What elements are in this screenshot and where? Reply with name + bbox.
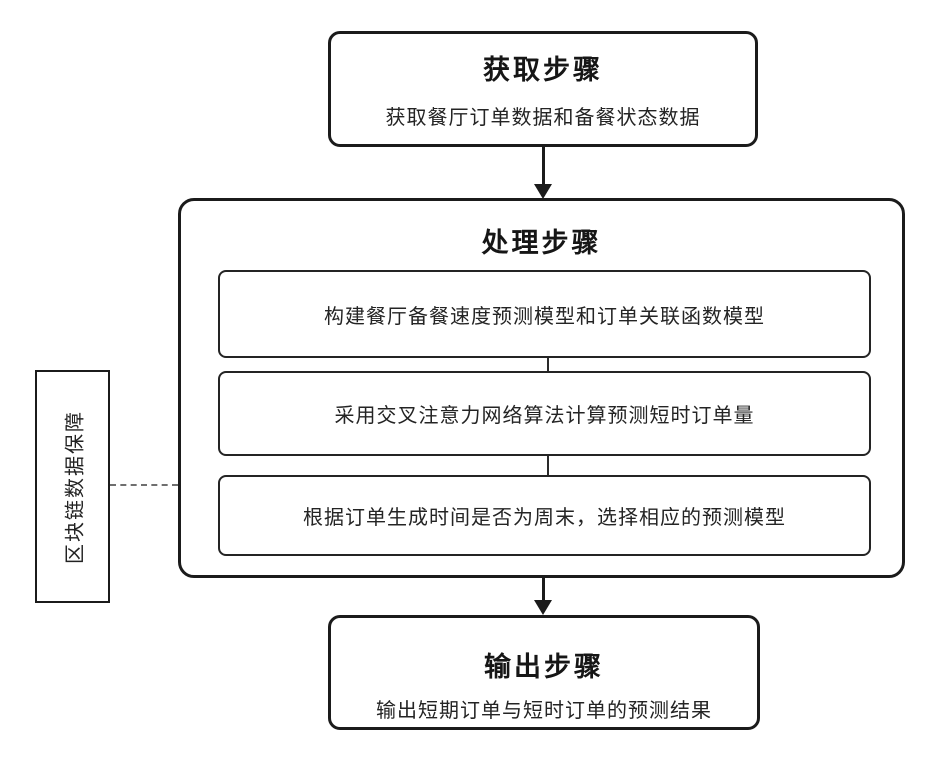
dashed-connector-line xyxy=(110,484,178,486)
arrow-down-icon xyxy=(534,184,552,199)
output-step-subtitle: 输出短期订单与短时订单的预测结果 xyxy=(376,699,712,722)
arrow-line-process-to-output xyxy=(542,578,545,602)
process-step-3-label: 根据订单生成时间是否为周末，选择相应的预测模型 xyxy=(303,507,786,529)
process-step-3: 根据订单生成时间是否为周末，选择相应的预测模型 xyxy=(218,475,871,556)
process-step-2: 采用交叉注意力网络算法计算预测短时订单量 xyxy=(218,371,871,456)
output-step-title: 输出步骤 xyxy=(484,651,604,682)
blockchain-guarantee-box: 区块链数据保障 xyxy=(35,370,110,603)
acquisition-step-subtitle: 获取餐厅订单数据和备餐状态数据 xyxy=(385,107,701,129)
process-step-title: 处理步骤 xyxy=(481,228,602,258)
output-step-box: 输出步骤 输出短期订单与短时订单的预测结果 xyxy=(328,615,760,730)
arrow-line-acquisition-to-process xyxy=(542,147,545,187)
acquisition-step-title: 获取步骤 xyxy=(483,55,603,85)
step-connector-1 xyxy=(547,358,549,371)
process-step-box: 处理步骤 构建餐厅备餐速度预测模型和订单关联函数模型 采用交叉注意力网络算法计算… xyxy=(178,198,905,578)
acquisition-step-box: 获取步骤 获取餐厅订单数据和备餐状态数据 xyxy=(328,31,758,147)
blockchain-guarantee-label: 区块链数据保障 xyxy=(64,409,86,564)
process-step-1-label: 构建餐厅备餐速度预测模型和订单关联函数模型 xyxy=(324,305,765,328)
process-step-1: 构建餐厅备餐速度预测模型和订单关联函数模型 xyxy=(218,270,871,358)
arrow-down-icon xyxy=(534,600,552,615)
step-connector-2 xyxy=(547,456,549,475)
process-step-2-label: 采用交叉注意力网络算法计算预测短时订单量 xyxy=(334,405,755,427)
